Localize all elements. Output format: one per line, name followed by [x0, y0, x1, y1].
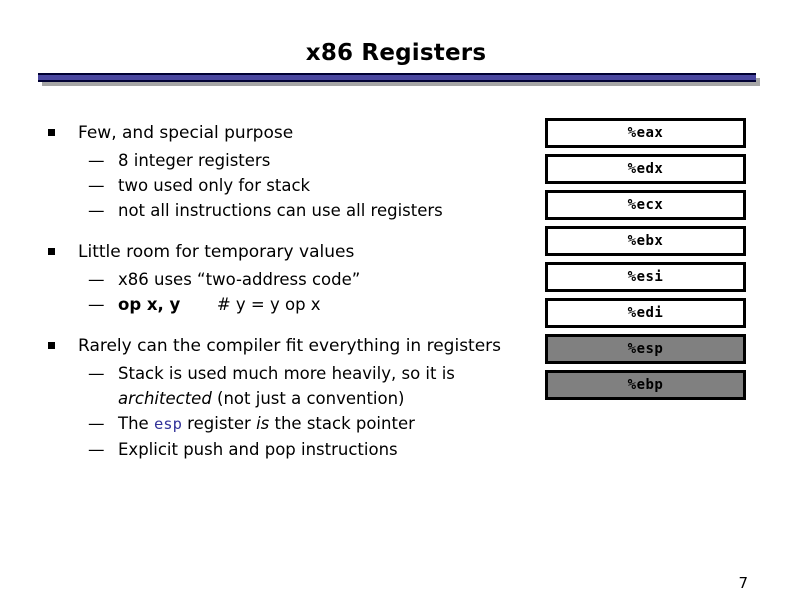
sub-bullet-item: — two used only for stack	[42, 173, 512, 198]
sub-bullet-label: not all instructions can use all registe…	[118, 201, 443, 220]
sub-bullet-item: — The esp register is the stack pointer	[42, 411, 512, 437]
dash-bullet-icon: —	[88, 176, 105, 195]
dash-bullet-icon: —	[88, 151, 105, 170]
title-rule-shadow	[42, 78, 760, 86]
register-box-eax: %eax	[545, 118, 746, 148]
register-box-ebp: %ebp	[545, 370, 746, 400]
sub-bullet-label: two used only for stack	[118, 176, 311, 195]
register-box-ecx: %ecx	[545, 190, 746, 220]
sub-bullet-text-post: the stack pointer	[269, 414, 415, 433]
emphasis-text: is	[256, 414, 270, 433]
dash-bullet-icon: —	[88, 364, 105, 383]
bullet-item: Little room for temporary values	[42, 239, 512, 265]
page-title: x86 Registers	[305, 40, 487, 66]
sub-bullet-item: — op x, y # y = y op x	[42, 292, 512, 317]
bullet-label: Little room for temporary values	[78, 242, 355, 262]
bullet-item: Rarely can the compiler fit everything i…	[42, 333, 512, 359]
register-box-esi: %esi	[545, 262, 746, 292]
sub-bullet-text-pre: Stack is used much more heavily, so it i…	[118, 364, 455, 383]
emphasis-text: architected	[118, 389, 212, 408]
square-bullet-icon	[48, 248, 55, 255]
sub-bullet-text-pre: The	[118, 414, 154, 433]
dash-bullet-icon: —	[88, 414, 105, 433]
register-code-esp: esp	[153, 415, 182, 433]
page-number: 7	[738, 574, 748, 592]
register-diagram: %eax %edx %ecx %ebx %esi %edi %esp %ebp	[545, 118, 746, 406]
sub-bullet-item: — Explicit push and pop instructions	[42, 437, 512, 462]
code-comment: # y = y op x	[216, 295, 321, 314]
bullet-group: Rarely can the compiler fit everything i…	[42, 333, 512, 462]
sub-bullet-label: x86 uses “two-address code”	[118, 270, 361, 289]
dash-bullet-icon: —	[88, 440, 105, 459]
title-rule	[38, 73, 760, 86]
sub-bullet-label: 8 integer registers	[118, 151, 271, 170]
dash-bullet-icon: —	[88, 270, 105, 289]
sub-bullet-text-mid: register	[181, 414, 257, 433]
sub-bullet-item: — x86 uses “two-address code”	[42, 267, 512, 292]
register-box-edi: %edi	[545, 298, 746, 328]
title-rule-bar	[38, 73, 756, 82]
sub-bullet-label: Explicit push and pop instructions	[118, 440, 398, 459]
square-bullet-icon	[48, 129, 55, 136]
register-box-ebx: %ebx	[545, 226, 746, 256]
register-box-esp: %esp	[545, 334, 746, 364]
dash-bullet-icon: —	[88, 201, 105, 220]
bullet-list: Few, and special purpose — 8 integer reg…	[42, 120, 512, 476]
register-box-edx: %edx	[545, 154, 746, 184]
square-bullet-icon	[48, 342, 55, 349]
bullet-item: Few, and special purpose	[42, 120, 512, 146]
bullet-group: Few, and special purpose — 8 integer reg…	[42, 120, 512, 223]
sub-bullet-item: — not all instructions can use all regis…	[42, 198, 512, 223]
code-snippet: op x, y	[118, 295, 181, 314]
bullet-label: Few, and special purpose	[78, 123, 294, 143]
sub-bullet-item: — 8 integer registers	[42, 148, 512, 173]
bullet-group: Little room for temporary values — x86 u…	[42, 239, 512, 317]
bullet-label: Rarely can the compiler fit everything i…	[78, 336, 502, 356]
sub-bullet-item: — Stack is used much more heavily, so it…	[42, 361, 512, 411]
sub-bullet-text-post: (not just a convention)	[211, 389, 405, 408]
dash-bullet-icon: —	[88, 295, 105, 314]
